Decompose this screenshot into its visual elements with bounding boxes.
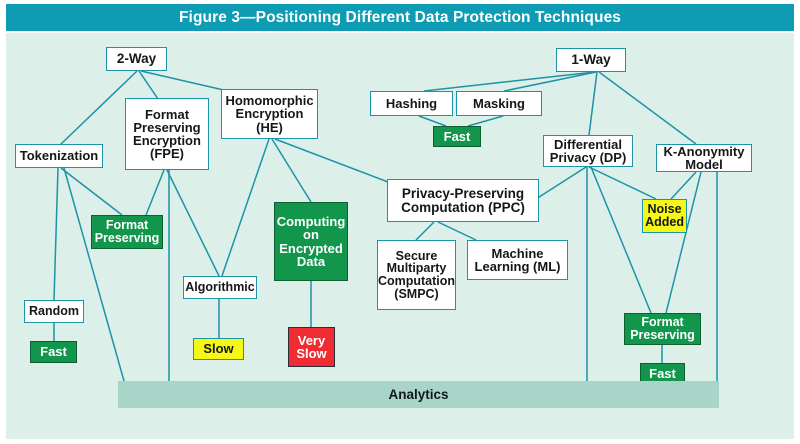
edge-hashing-fast: [418, 115, 447, 127]
edge-fpe-fp-left: [145, 169, 165, 216]
edge-one-way-dp: [588, 71, 598, 136]
edge-one-way-hashing: [423, 71, 596, 92]
node-format-preserving-left[interactable]: Format Preserving: [91, 215, 163, 249]
node-format-preserving-left-label: Format Preserving: [94, 218, 160, 245]
node-ml-label: Machine Learning (ML): [474, 245, 561, 274]
diagram-canvas: 2-Way Format Preserving Encryption (FPE)…: [6, 33, 794, 439]
edge-kanon-noise: [670, 171, 697, 200]
node-one-way-label: 1-Way: [571, 52, 611, 68]
edge-he-computing: [271, 138, 312, 203]
node-masking[interactable]: Masking: [456, 91, 542, 116]
node-ppc[interactable]: Privacy-Preserving Computation (PPC): [387, 179, 539, 222]
edge-tokenization-random: [53, 167, 59, 301]
node-fpe[interactable]: Format Preserving Encryption (FPE): [125, 98, 209, 170]
node-hashing[interactable]: Hashing: [370, 91, 453, 116]
node-algorithmic[interactable]: Algorithmic: [183, 276, 257, 299]
node-slow[interactable]: Slow: [193, 338, 244, 360]
figure-title: Figure 3—Positioning Different Data Prot…: [178, 8, 622, 26]
node-random-label: Random: [29, 304, 79, 319]
node-fast-left-label: Fast: [40, 344, 67, 360]
node-dp-label: Differential Privacy (DP): [549, 136, 627, 165]
node-smpc[interactable]: Secure Multiparty Computation (SMPC): [377, 240, 456, 310]
node-tokenization-label: Tokenization: [19, 148, 99, 164]
node-noise-added[interactable]: Noise Added: [642, 199, 687, 233]
node-two-way-label: 2-Way: [116, 51, 157, 67]
node-k-anonymity-model-label: K-Anonymity Model: [663, 143, 745, 172]
node-ml[interactable]: Machine Learning (ML): [467, 240, 568, 280]
figure-title-bar: Figure 3—Positioning Different Data Prot…: [6, 4, 794, 31]
node-he[interactable]: Homomorphic Encryption (HE): [221, 89, 318, 139]
edge-kanon-fp-right: [665, 171, 702, 314]
edge-dp-ppc: [535, 166, 587, 200]
node-computing-on-encrypted-data-label: Computing on Encrypted Data: [276, 214, 346, 269]
node-one-way[interactable]: 1-Way: [556, 48, 626, 72]
node-noise-added-label: Noise Added: [645, 202, 684, 229]
node-very-slow-label: Very Slow: [296, 332, 327, 361]
edge-tokenization-fp-left: [60, 167, 123, 216]
node-two-way[interactable]: 2-Way: [106, 47, 167, 71]
edge-ppc-smpc: [415, 221, 435, 241]
node-k-anonymity-model[interactable]: K-Anonymity Model: [656, 144, 752, 172]
node-ppc-label: Privacy-Preserving Computation (PPC): [401, 185, 525, 215]
node-algorithmic-label: Algorithmic: [185, 280, 255, 295]
node-fast-right-label: Fast: [649, 366, 676, 382]
node-dp[interactable]: Differential Privacy (DP): [543, 135, 633, 167]
node-fpe-label: Format Preserving Encryption (FPE): [133, 106, 201, 162]
edge-two-way-fpe: [138, 70, 159, 100]
edge-two-way-he: [140, 70, 229, 92]
node-random[interactable]: Random: [24, 300, 84, 323]
node-analytics-band[interactable]: Analytics: [118, 381, 719, 408]
connector-lines: [53, 70, 718, 382]
edge-one-way-masking: [503, 71, 597, 92]
node-computing-on-encrypted-data[interactable]: Computing on Encrypted Data: [274, 202, 348, 281]
node-very-slow[interactable]: Very Slow: [288, 327, 335, 367]
edge-two-way-tokenization: [59, 70, 138, 146]
edge-dp-fp-right: [590, 166, 652, 314]
node-fast-top-label: Fast: [443, 128, 471, 144]
node-hashing-label: Hashing: [385, 95, 438, 111]
edge-fpe-algorithmic: [166, 169, 220, 277]
node-analytics-label: Analytics: [388, 386, 449, 402]
node-masking-label: Masking: [472, 95, 525, 111]
node-smpc-label: Secure Multiparty Computation (SMPC): [377, 248, 456, 301]
edge-he-ppc: [274, 138, 397, 186]
node-he-label: Homomorphic Encryption (HE): [225, 93, 314, 135]
edge-dp-noise: [588, 166, 657, 200]
edge-one-way-kanon: [598, 71, 697, 145]
edge-ppc-ml: [437, 221, 477, 241]
edge-he-algorithmic: [221, 138, 270, 277]
node-fast-left[interactable]: Fast: [30, 341, 77, 363]
node-slow-label: Slow: [203, 341, 234, 357]
node-fast-top[interactable]: Fast: [433, 126, 481, 147]
node-tokenization[interactable]: Tokenization: [15, 144, 103, 168]
edge-masking-fast: [467, 115, 504, 127]
edge-tokenization-analytics: [63, 167, 125, 382]
node-format-preserving-right-label: Format Preserving: [630, 315, 695, 342]
node-format-preserving-right[interactable]: Format Preserving: [624, 313, 701, 345]
